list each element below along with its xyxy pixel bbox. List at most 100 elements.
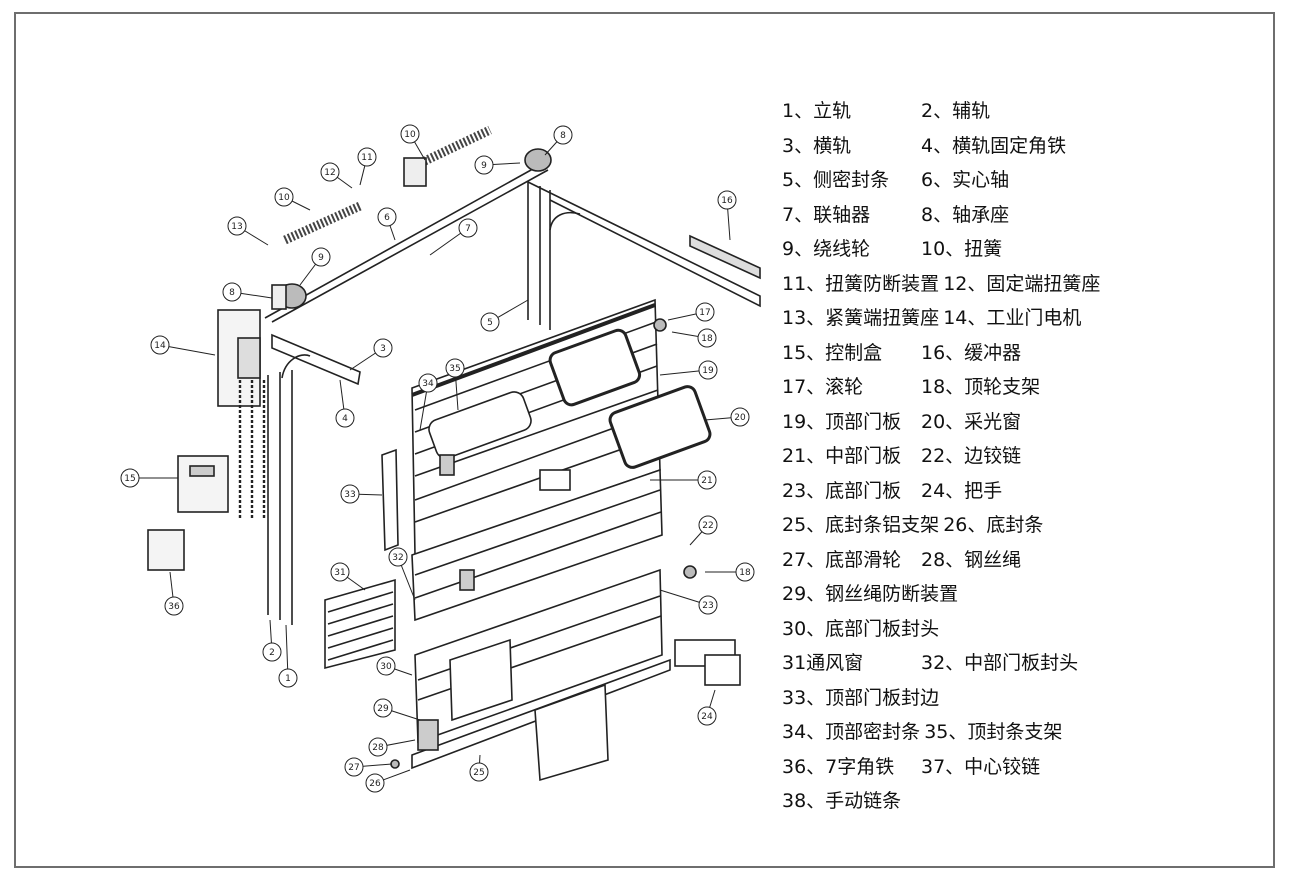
- door-exploded-diagram: 1234567891011121314151617181920212223242…: [120, 124, 761, 793]
- callout-30: 30: [376, 656, 396, 676]
- callout-35: 35: [445, 358, 465, 378]
- callout-11: 11: [357, 147, 377, 167]
- legend-row: 3、横轨 4、横轨固定角铁: [782, 129, 1262, 164]
- roller-top: [653, 318, 667, 332]
- callout-label: 1: [285, 674, 291, 684]
- legend-item: 36、7字角铁: [782, 755, 895, 778]
- callout-label: 12: [324, 168, 335, 178]
- right-horizontal-track: [527, 181, 761, 308]
- legend-item: 18、顶轮支架: [921, 376, 1041, 398]
- callout-label: 10: [404, 130, 416, 140]
- legend-item: 3、横轨: [782, 134, 852, 157]
- horizontal-track: [271, 333, 361, 386]
- callout-label: 31: [334, 568, 345, 578]
- roller-middle: [683, 565, 697, 579]
- handle: [674, 639, 741, 686]
- callout-label: 15: [124, 474, 135, 484]
- callout-26: 26: [365, 773, 385, 793]
- bearing-plate-right: [403, 157, 427, 187]
- light-window: [608, 385, 712, 469]
- legend-item: 26、底封条: [943, 514, 1044, 536]
- legend-row: 33、顶部门板封边: [782, 681, 1262, 716]
- callout-label: 32: [392, 553, 403, 563]
- callout-8: 8: [553, 125, 573, 145]
- legend-row: 36、7字角铁 37、中心铰链: [782, 750, 1262, 785]
- legend-row: 7、联轴器 8、轴承座: [782, 198, 1262, 233]
- legend-item: 28、钢丝绳: [921, 548, 1022, 571]
- callout-label: 25: [473, 768, 484, 778]
- callout-12: 12: [320, 162, 340, 182]
- legend-item: 2、辅轨: [921, 100, 991, 122]
- legend-item: 1、立轨: [782, 100, 852, 122]
- callout-4: 4: [335, 408, 355, 428]
- legend-item: 33、顶部门板封边: [782, 686, 940, 709]
- callout-25: 25: [469, 762, 489, 782]
- callout-label: 8: [229, 288, 235, 298]
- cable-drum-right: [524, 148, 552, 172]
- callout-label: 9: [481, 161, 487, 171]
- callout-label: 10: [278, 193, 290, 203]
- legend-item: 4、横轨固定角铁: [921, 134, 1067, 157]
- legend-item: 38、手动链条: [782, 790, 902, 812]
- legend-item: 37、中心铰链: [921, 755, 1041, 778]
- callout-7: 7: [458, 218, 478, 238]
- top-seal: [411, 303, 656, 397]
- callout-24: 24: [697, 706, 717, 726]
- callout-label: 8: [560, 131, 566, 141]
- legend-item: 31通风窗: [782, 652, 864, 674]
- callout-36: 36: [164, 596, 184, 616]
- legend-row: 29、钢丝绳防断装置: [782, 577, 1262, 612]
- torsion-spring-1: [283, 201, 362, 245]
- legend-row: 19、顶部门板 20、采光窗: [782, 405, 1262, 440]
- callout-label: 16: [721, 196, 733, 206]
- callout-17: 17: [695, 302, 715, 322]
- callout-label: 6: [384, 213, 390, 223]
- callout-label: 28: [372, 743, 384, 753]
- callout-label: 33: [344, 490, 355, 500]
- control-box: [177, 455, 229, 513]
- callout-34: 34: [418, 373, 438, 393]
- callout-label: 13: [231, 222, 242, 232]
- callout-13: 13: [227, 216, 247, 236]
- callout-20: 20: [730, 407, 750, 427]
- callout-label: 17: [699, 308, 710, 318]
- callout-10: 10: [274, 187, 294, 207]
- callout-23: 23: [698, 595, 718, 615]
- callout-label: 7: [465, 224, 471, 234]
- callout-label: 4: [342, 414, 348, 424]
- legend-item: 7、联轴器: [782, 203, 871, 226]
- callout-label: 18: [701, 334, 713, 344]
- callout-label: 9: [318, 253, 324, 263]
- legend-item: 14、工业门电机: [943, 307, 1082, 329]
- legend-item: 21、中部门板: [782, 445, 902, 467]
- legend-row: 30、底部门板封头: [782, 612, 1262, 647]
- callout-14: 14: [150, 335, 170, 355]
- callout-label: 2: [269, 648, 275, 658]
- legend-item: 20、采光窗: [921, 410, 1022, 433]
- legend-item: 19、顶部门板: [782, 410, 902, 433]
- callout-3: 3: [373, 338, 393, 358]
- callout-28: 28: [368, 737, 388, 757]
- callout-label: 26: [369, 779, 381, 789]
- callout-21: 21: [697, 470, 717, 490]
- legend-item: 8、轴承座: [921, 203, 1010, 226]
- bottom-bracket: [417, 719, 439, 751]
- callout-27: 27: [344, 757, 364, 777]
- callout-label: 21: [701, 476, 712, 486]
- bottom-door-panel: [414, 568, 663, 744]
- callout-32: 32: [388, 547, 408, 567]
- callout-label: 3: [380, 344, 386, 354]
- legend-row: 38、手动链条: [782, 784, 1262, 819]
- callout-label: 34: [422, 379, 434, 389]
- callout-label: 18: [739, 568, 751, 578]
- callout-label: 23: [702, 601, 713, 611]
- callout-15: 15: [120, 468, 140, 488]
- shaft: [264, 164, 541, 319]
- callout-8: 8: [222, 282, 242, 302]
- legend-item: 16、缓冲器: [921, 341, 1022, 364]
- legend-item: 17、滚轮: [782, 376, 864, 398]
